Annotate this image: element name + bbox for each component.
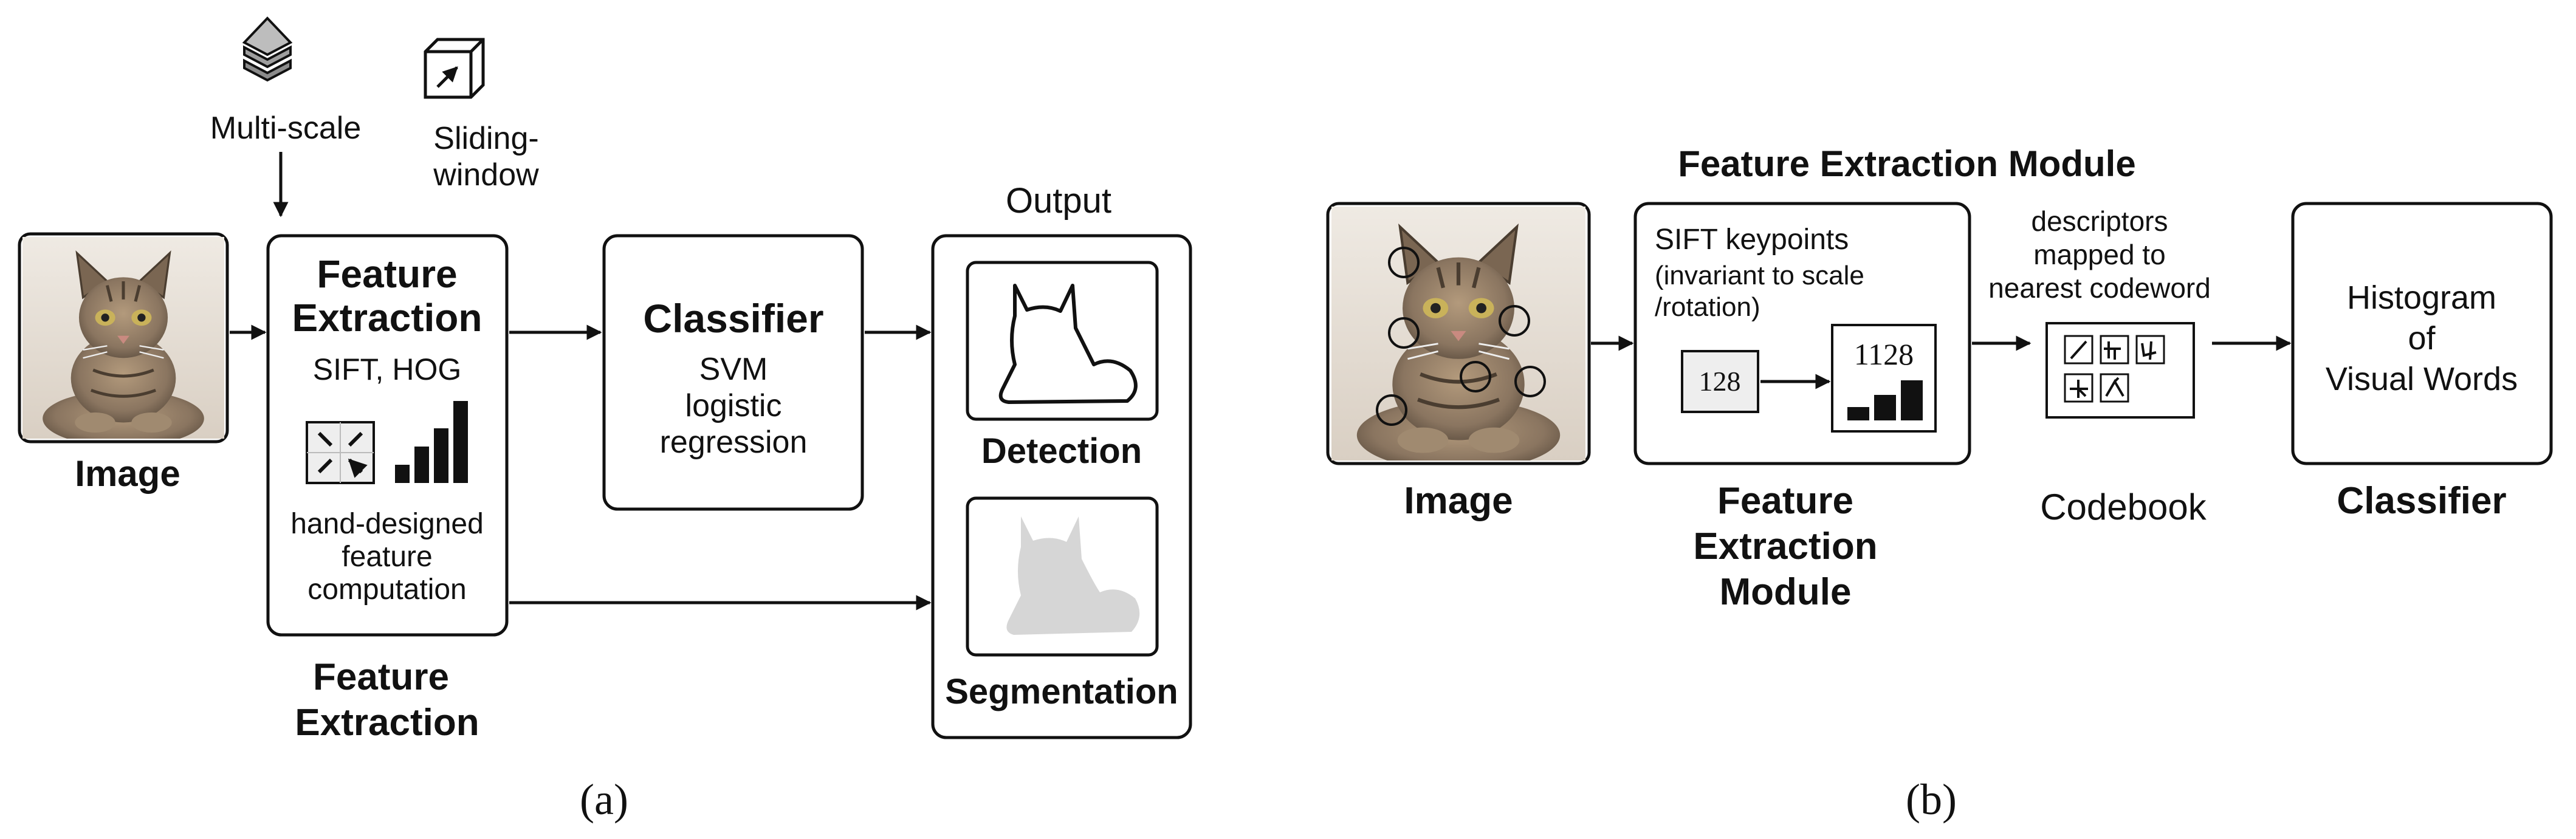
- descriptors-line1: descriptors: [2032, 205, 2168, 237]
- sift-line2: (invariant to scale: [1655, 261, 1864, 290]
- image-label: Image: [75, 453, 180, 494]
- cat-silhouette-icon: [1006, 516, 1140, 635]
- sift-line1: SIFT keypoints: [1655, 224, 1849, 256]
- module-caption-line2: Extraction: [1693, 526, 1877, 567]
- module-caption-line3: Module: [1720, 571, 1852, 613]
- caption-b: (b): [1906, 775, 1957, 824]
- cat-photo: [18, 232, 229, 443]
- descriptors-line2: mapped to: [2033, 239, 2165, 270]
- descriptors-line3: nearest codeword: [1988, 272, 2211, 304]
- detection-label: Detection: [981, 431, 1142, 471]
- caption-a: (a): [580, 775, 628, 824]
- output-label: Output: [1006, 181, 1111, 221]
- classifier-box: [602, 234, 864, 511]
- cat-photo-keypoints: [1326, 202, 1591, 465]
- keypoints-icon: [306, 421, 375, 484]
- fe-title-line2: Extraction: [292, 296, 483, 340]
- sift-line3: /rotation): [1655, 292, 1760, 322]
- fe-title-line1: Feature: [317, 252, 457, 296]
- classifier-line1: SVM: [699, 352, 768, 387]
- descriptor-dim: 128: [1699, 366, 1741, 397]
- image-label-b: Image: [1404, 480, 1513, 522]
- codebook-icon: [2045, 322, 2195, 419]
- classifier-label-b: Classifier: [2337, 480, 2506, 522]
- classifier-line3: regression: [660, 425, 808, 460]
- module-caption-line1: Feature: [1717, 480, 1853, 522]
- fe-methods: SIFT, HOG: [313, 352, 461, 386]
- fe-caption-line2: Extraction: [295, 702, 479, 744]
- segmentation-label: Segmentation: [945, 672, 1178, 711]
- histogram-line3: Visual Words: [2326, 361, 2518, 397]
- classifier-line2: logistic: [685, 388, 782, 423]
- histogram-line1: Histogram: [2347, 279, 2496, 316]
- multiscale-label: Multi-scale: [210, 111, 362, 146]
- sliding-label-line1: Sliding-: [433, 121, 538, 156]
- layers-icon: [242, 16, 293, 82]
- classifier-title: Classifier: [643, 296, 823, 341]
- histogram-icon: [395, 401, 468, 483]
- feature-extraction-box: [266, 234, 509, 637]
- fe-desc-line3: computation: [307, 574, 467, 606]
- descriptor-box: [1681, 350, 1759, 413]
- histogram-line2: of: [2408, 320, 2436, 357]
- fe-desc-line2: feature: [342, 541, 432, 573]
- fe-caption-line1: Feature: [313, 656, 449, 698]
- histogram-value: 1128: [1854, 337, 1914, 371]
- sliding-label-line2: window: [433, 157, 539, 193]
- visual-words-box: [2291, 202, 2553, 465]
- codebook-label: Codebook: [2040, 487, 2207, 527]
- panel-a: Multi-scale Sliding- window Image Featur…: [18, 16, 1192, 824]
- fe-desc-line1: hand-designed: [290, 508, 484, 540]
- cat-outline-icon: [998, 284, 1138, 404]
- histogram-icon-b: [1847, 380, 1923, 420]
- cube-arrow-icon: [424, 38, 485, 99]
- panel-b: Feature Extraction Module Image SIFT key…: [1326, 143, 2553, 824]
- module-heading: Feature Extraction Module: [1678, 143, 2135, 184]
